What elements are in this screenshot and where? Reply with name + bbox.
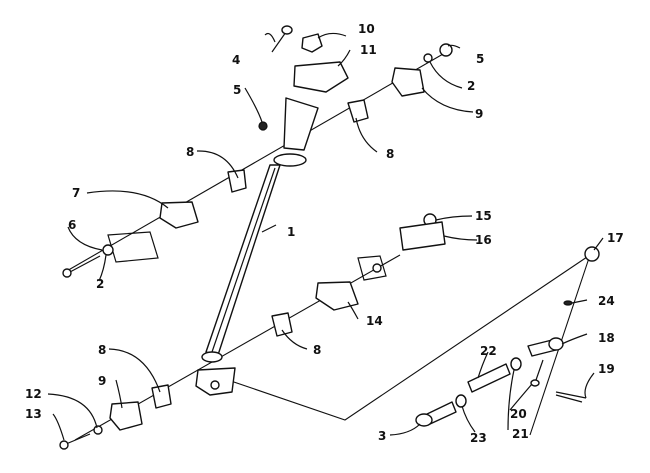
clip-10 [301, 33, 323, 53]
callout-20: 20 [510, 407, 527, 421]
callout-15: 15 [475, 209, 492, 223]
bushing-8-lower-right [271, 312, 293, 337]
callout-24: 24 [598, 294, 615, 308]
callout-8-lower-left: 8 [98, 343, 106, 357]
plate-16 [399, 221, 446, 251]
callout-5-left: 5 [233, 83, 241, 97]
steering-post [195, 97, 319, 396]
nut-5-left [258, 121, 268, 131]
cap-11 [293, 61, 349, 93]
callout-9-lower: 9 [98, 374, 106, 388]
block-14 [315, 281, 359, 311]
steering-post-collar [273, 153, 307, 167]
callout-8-lower-right: 8 [313, 343, 321, 357]
callout-2-upper: 2 [467, 79, 475, 93]
leader-lines [47, 32, 604, 441]
callout-18: 18 [598, 331, 615, 345]
washer-2-middle [102, 244, 114, 256]
callout-6: 6 [68, 218, 76, 232]
callout-3: 3 [378, 429, 386, 443]
callout-21: 21 [512, 427, 529, 441]
block-7 [159, 201, 199, 229]
callout-2-middle: 2 [96, 277, 104, 291]
callout-7: 7 [72, 186, 80, 200]
washer-24 [563, 300, 573, 306]
cotter-pin-19 [555, 391, 587, 403]
washer-12 [93, 425, 103, 435]
bushing-8-lower-left [151, 384, 172, 409]
callout-12: 12 [25, 387, 42, 401]
bushing-8-upper-right [347, 99, 369, 123]
callout-8-upper-right: 8 [386, 147, 394, 161]
upper-axis-line [64, 49, 451, 273]
block-9-upper [391, 67, 425, 97]
upper-parts [62, 25, 453, 278]
callout-5-right: 5 [476, 52, 484, 66]
callout-10: 10 [358, 22, 375, 36]
tie-rod-22 [467, 363, 511, 393]
bolt-13 [65, 433, 91, 445]
callout-22: 22 [480, 344, 497, 358]
callout-23: 23 [470, 431, 487, 445]
jam-nut-21 [510, 357, 522, 371]
callout-4: 4 [232, 53, 240, 67]
bolt-4 [271, 31, 287, 53]
callout-labels: 1 2 2 3 4 5 5 6 7 8 8 8 8 9 9 10 11 12 1… [25, 22, 624, 445]
nut-17 [584, 246, 600, 262]
callout-9-upper: 9 [475, 107, 483, 121]
callout-19: 19 [598, 362, 615, 376]
bolt-6 [69, 255, 101, 273]
tab-plate [357, 255, 387, 281]
callout-16: 16 [475, 233, 492, 247]
callout-8-upper-left: 8 [186, 145, 194, 159]
bushing-8-upper-left [227, 169, 247, 193]
callout-17: 17 [607, 231, 624, 245]
washer-2-upper [423, 53, 433, 63]
callout-11: 11 [360, 43, 377, 57]
tie-rod-parts [415, 246, 600, 427]
tie-rod-axis-line [227, 254, 591, 421]
block-9-lower [109, 401, 143, 431]
lower-parts [59, 213, 446, 450]
bolt-20 [535, 359, 544, 381]
nut-5-right [439, 43, 453, 57]
bracket-left [107, 231, 159, 263]
nut-23 [455, 394, 467, 408]
steering-post-flange [283, 97, 319, 151]
callout-1: 1 [287, 225, 295, 239]
callout-13: 13 [25, 407, 42, 421]
callout-14: 14 [366, 314, 383, 328]
